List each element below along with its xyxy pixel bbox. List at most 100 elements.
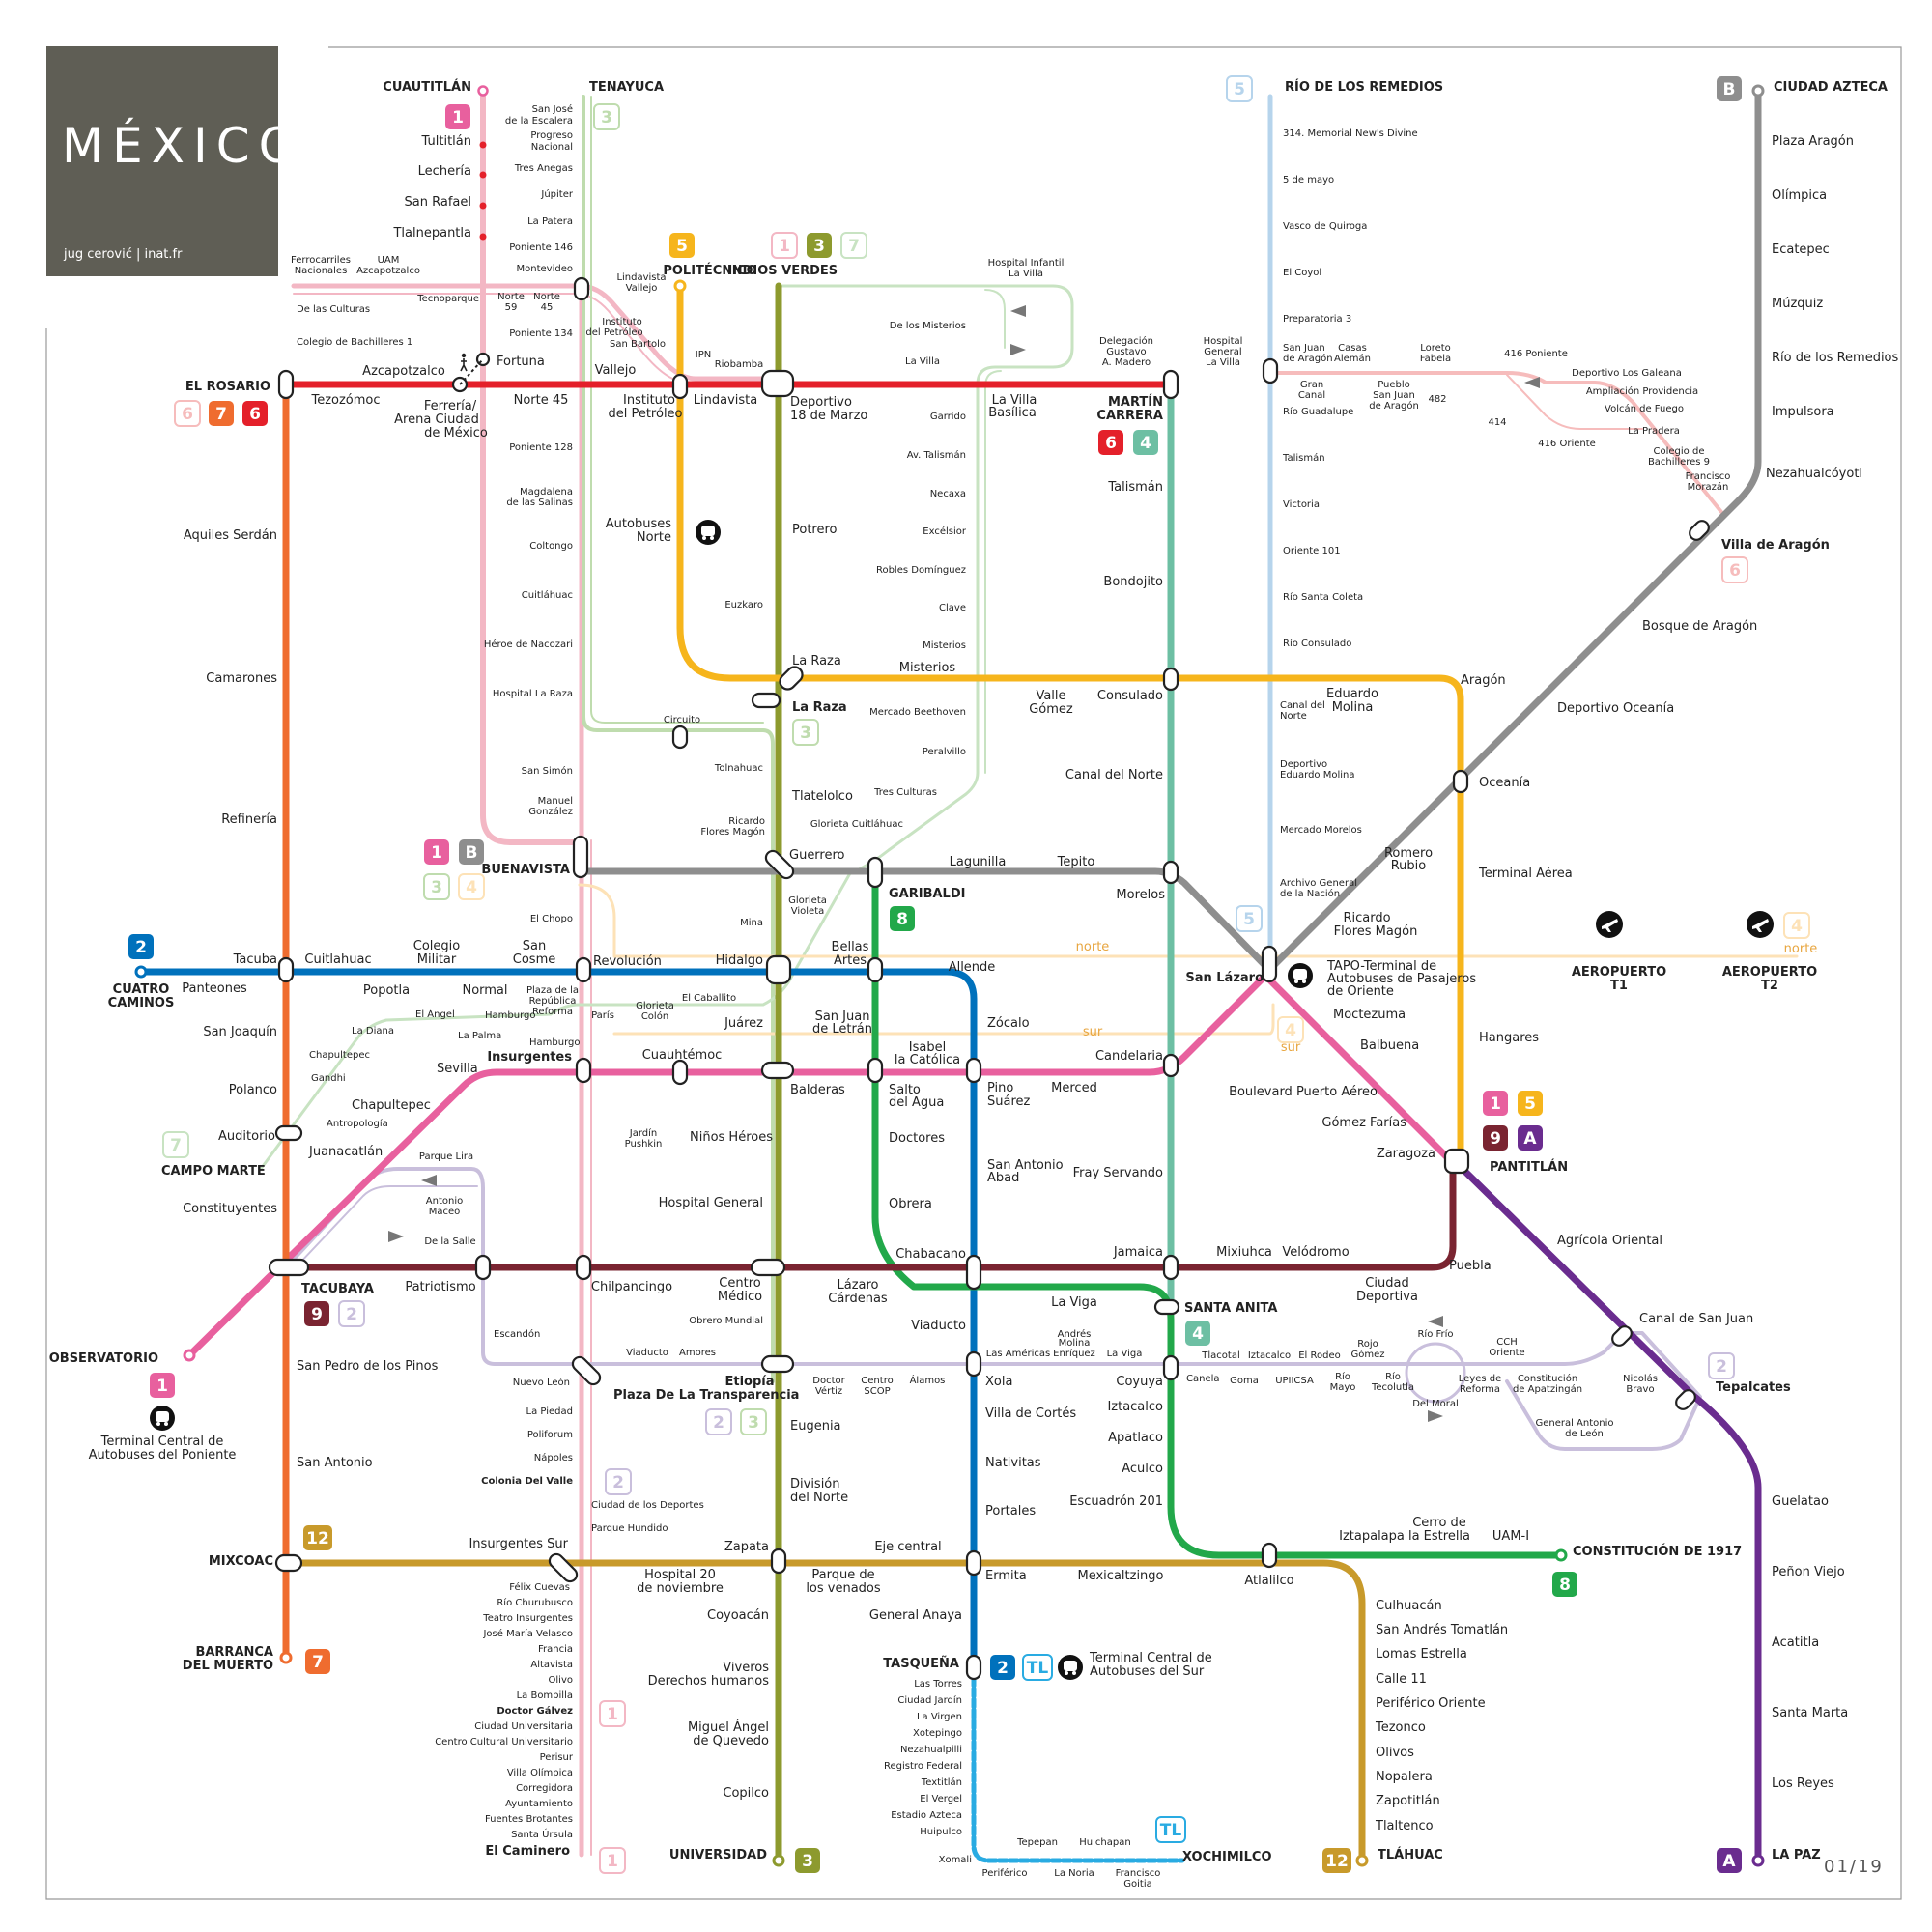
station-label: Goma <box>1230 1376 1259 1386</box>
station-label: Talismán <box>1282 452 1325 464</box>
station-label: Gustavo <box>1106 347 1146 357</box>
station-label: 482 <box>1428 394 1446 405</box>
station-label: CAMINOS <box>108 996 175 1010</box>
line-badge: A <box>1518 1125 1543 1151</box>
station-label: Centro Cultural Universitario <box>435 1737 573 1747</box>
station-label: Río <box>1335 1371 1350 1382</box>
line-badge-label: 3 <box>813 237 825 256</box>
line-badge: 8 <box>890 906 915 931</box>
line-badge-label: A <box>1523 1129 1537 1149</box>
station-label: BARRANCA <box>195 1645 273 1660</box>
bus-icon-tapo <box>1288 963 1313 988</box>
station-label: de Aragón <box>1369 400 1419 412</box>
station-label: Iztapalapa <box>1339 1529 1405 1544</box>
station-label: de México <box>424 426 488 440</box>
station-label: Vértiz <box>815 1385 842 1397</box>
station-label: Gómez <box>1350 1349 1384 1360</box>
station-label: Periférico <box>982 1867 1028 1879</box>
station-label: A. Madero <box>1102 357 1151 368</box>
station-label: Maceo <box>429 1207 461 1217</box>
station-label: Gran <box>1300 380 1323 390</box>
bus-icon <box>696 520 721 545</box>
station-label: de León <box>1565 1428 1604 1439</box>
station-label: Archivo General <box>1280 878 1357 889</box>
station-label: Doctor <box>812 1376 845 1386</box>
station-label: Doctor Gálvez <box>497 1705 573 1717</box>
line-badge: 2 <box>128 934 154 959</box>
station-label: Magdalena <box>520 487 573 497</box>
station-label: Cárdenas <box>828 1292 888 1306</box>
station-label: Leyes de <box>1459 1374 1502 1384</box>
bus-icon-sur <box>1058 1655 1083 1680</box>
line-badge: 3 <box>795 1848 820 1873</box>
line-badge: 6 <box>174 400 201 427</box>
station-label: Nuevo León <box>513 1377 570 1388</box>
station-label: la Estrella <box>1408 1529 1470 1544</box>
line-badge-label: 3 <box>802 1852 813 1871</box>
station-label: Huichapan <box>1079 1837 1130 1848</box>
line-metrobus-3b <box>590 96 764 724</box>
station-label: Guelatao <box>1772 1494 1829 1509</box>
page-number: 01/19 <box>1824 1857 1884 1877</box>
bus-icon-poniente <box>150 1406 175 1431</box>
station-label: Canal de San Juan <box>1639 1312 1753 1326</box>
station-label: Río de los Remedios <box>1772 351 1899 365</box>
station-label: Lázaro <box>837 1278 878 1293</box>
station-label: Terminal Central de <box>100 1435 224 1449</box>
station-label: Abad <box>987 1171 1019 1185</box>
station-label: Preparatoria 3 <box>1283 314 1351 325</box>
station-label: El Coyol <box>1283 268 1321 278</box>
station-label: AEROPUERTO <box>1722 965 1817 980</box>
station-label: POLITÉCNICO <box>663 263 756 278</box>
station-label: Eugenia <box>790 1419 841 1434</box>
line-badge-label: 4 <box>1285 1021 1296 1040</box>
station-label: Nezahualpilli <box>900 1745 962 1755</box>
station-label: Aragón <box>1461 673 1506 688</box>
station-label: Salto <box>889 1083 921 1097</box>
line-badge: 7 <box>162 1131 189 1158</box>
station-label: Balderas <box>790 1083 845 1097</box>
line-a <box>1457 1163 1762 1864</box>
station-label: Autobuses del Sur <box>1090 1664 1205 1679</box>
line-badge: TL <box>1155 1816 1186 1843</box>
station-label: Teatro Insurgentes <box>482 1613 573 1624</box>
station-label: Poniente 146 <box>509 242 573 253</box>
airplane-icon-t2 <box>1747 911 1774 938</box>
station-label: Zapata <box>724 1540 769 1554</box>
line-badge: 8 <box>1552 1572 1577 1597</box>
station-label: Isabel <box>909 1040 946 1055</box>
station-label: Vallejo <box>626 283 658 294</box>
line-badge: A <box>1717 1848 1742 1873</box>
line-badge: 1 <box>1483 1091 1508 1116</box>
station-label: Médico <box>718 1290 762 1304</box>
station-label: Enríquez <box>1053 1348 1095 1359</box>
station-label: Viaducto <box>626 1348 668 1358</box>
walking-person-icon <box>460 353 468 372</box>
station-label: Tlatelolco <box>791 789 853 804</box>
station-label: Ampliación Providencia <box>1586 385 1698 397</box>
line-badge: 12 <box>1322 1848 1351 1873</box>
station-label: Colegio de Bachilleres 1 <box>297 337 412 348</box>
station-label: OBSERVATORIO <box>49 1351 158 1366</box>
station-label: Valle <box>1036 689 1065 703</box>
station-label: Ricardo <box>1343 911 1390 925</box>
station-label: Molina <box>1332 700 1374 715</box>
station-label: Tolnahuac <box>714 763 763 774</box>
station-label: José María Velasco <box>482 1628 573 1639</box>
station-label: Hidalgo <box>716 953 763 968</box>
station-label: Chapultepec <box>309 1050 370 1061</box>
station-label: Circuito <box>664 715 700 725</box>
station-label: de Oriente <box>1327 984 1394 999</box>
line-badge: 3 <box>792 719 819 746</box>
station-label: Tepalcates <box>1716 1380 1791 1395</box>
station-label: Portales <box>985 1504 1036 1519</box>
station-label: TLÁHUAC <box>1378 1847 1443 1862</box>
line-badge: B <box>1717 76 1742 101</box>
station-label: Tezonco <box>1375 1720 1426 1735</box>
line-badge: 12 <box>303 1525 332 1550</box>
station-label: Rojo <box>1357 1339 1378 1350</box>
station-label: CAMPO MARTE <box>161 1164 266 1179</box>
station-label: Xola <box>985 1375 1012 1389</box>
line-badge-label: 1 <box>607 1852 618 1871</box>
station-label: XOCHIMILCO <box>1182 1850 1272 1864</box>
